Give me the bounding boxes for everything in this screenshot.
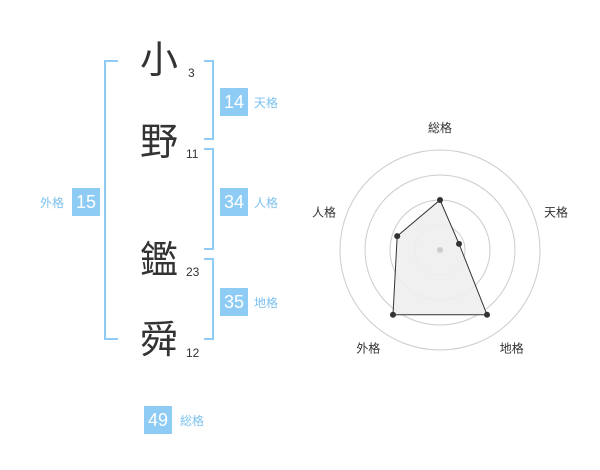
stroke-count-3: 23 — [186, 265, 200, 279]
radar-point — [484, 311, 491, 318]
radar-axis-label: 地格 — [500, 341, 524, 356]
soukaku-label: 総格 — [180, 414, 205, 428]
stroke-count-2: 11 — [186, 147, 199, 161]
radar-center-dot — [437, 247, 443, 253]
chikaku-value-badge: 35 — [220, 288, 248, 316]
stroke-count-1: 3 — [188, 66, 195, 80]
name-char-4: 舜 — [140, 318, 179, 362]
chikaku-bracket — [204, 258, 214, 340]
radar-point — [394, 233, 401, 240]
radar-points — [389, 197, 491, 318]
jinkaku-label: 人格 — [254, 196, 279, 210]
radar-point — [389, 311, 396, 318]
radar-ring — [339, 149, 541, 351]
radar-polygon — [392, 199, 488, 316]
stroke-count-4: 12 — [186, 346, 200, 360]
radar-point — [437, 197, 443, 203]
gaikaku-bracket — [104, 60, 118, 340]
name-char-1: 小 — [140, 38, 179, 82]
jinkaku-value-badge: 34 — [220, 188, 248, 216]
gaikaku-label: 外格 — [40, 196, 65, 210]
tenkaku-value-badge: 14 — [220, 88, 248, 116]
radar-axis-label: 総格 — [428, 120, 452, 135]
radar-ring — [364, 174, 516, 326]
jinkaku-bracket — [204, 148, 214, 250]
radar-point — [456, 240, 463, 247]
tenkaku-label: 天格 — [254, 96, 279, 110]
tenkaku-bracket — [204, 60, 214, 140]
name-char-3: 鑑 — [140, 238, 179, 282]
radar-axis-label: 外格 — [356, 341, 380, 356]
gaikaku-value-badge: 15 — [72, 188, 100, 216]
name-char-2: 野 — [140, 120, 179, 164]
soukaku-value-badge: 49 — [144, 406, 172, 434]
radar-axis-label: 人格 — [312, 204, 336, 219]
radar-axis-label: 天格 — [544, 204, 568, 219]
chikaku-label: 地格 — [254, 296, 279, 310]
